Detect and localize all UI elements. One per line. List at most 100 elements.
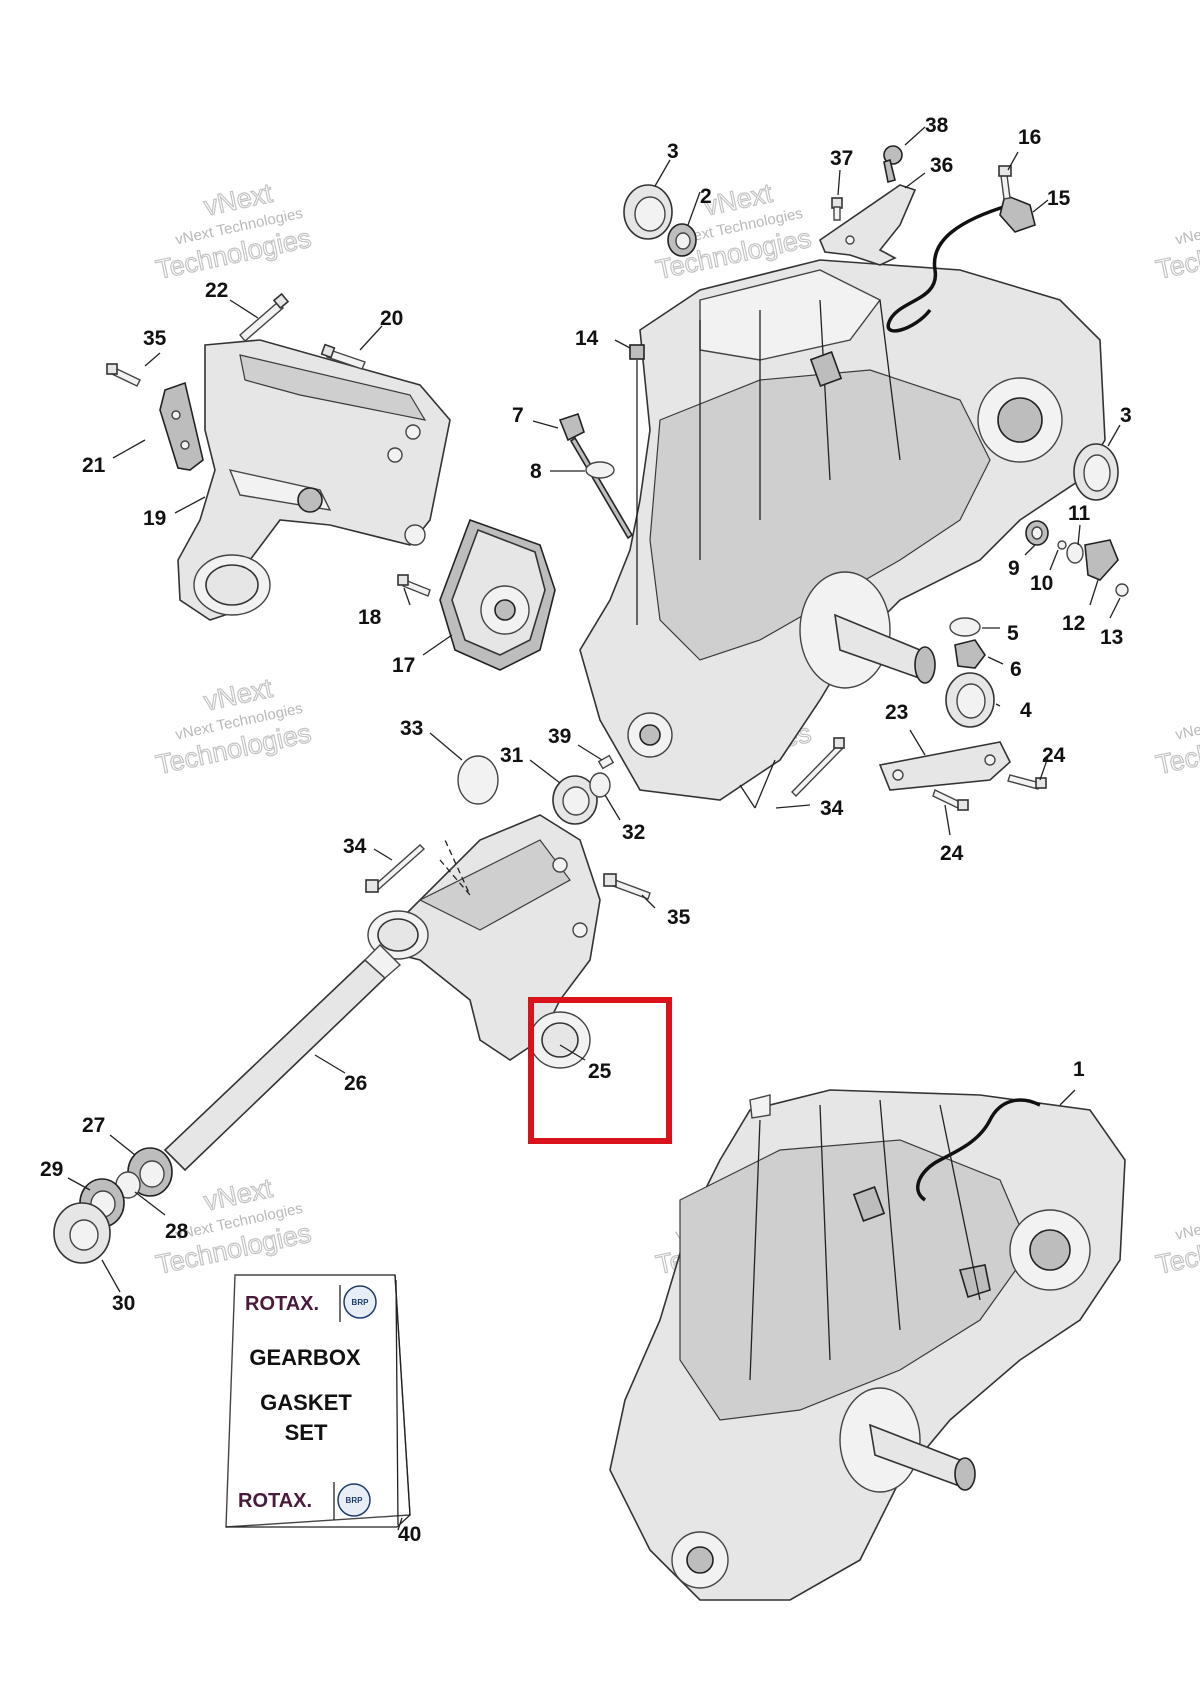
seal-part-3-top xyxy=(623,184,673,240)
brp-badge-top: BRP xyxy=(352,1298,370,1307)
callout-21: 21 xyxy=(82,454,106,477)
callout-26: 26 xyxy=(344,1072,367,1095)
callout-2: 2 xyxy=(700,185,712,208)
callout-5: 5 xyxy=(1007,622,1019,645)
o-ring-part-32 xyxy=(589,772,611,798)
seal-part-2 xyxy=(667,223,697,257)
callout-7: 7 xyxy=(512,404,524,427)
callout-23: 23 xyxy=(885,701,908,724)
o-ring-part-33 xyxy=(457,755,499,805)
bolt-part-34-lower xyxy=(365,844,426,893)
callout-25: 25 xyxy=(588,1060,612,1083)
plug-part-14 xyxy=(629,344,645,625)
o-ring-part-5 xyxy=(949,617,981,637)
callout-33: 33 xyxy=(400,717,423,740)
dipstick-part-7 xyxy=(558,412,634,540)
brp-logo-icon xyxy=(343,1285,377,1319)
gasket-line-gearbox: GEARBOX xyxy=(249,1345,361,1370)
bolt-part-13 xyxy=(1115,583,1129,597)
o-ring-part-8 xyxy=(585,461,615,479)
callout-39: 39 xyxy=(548,725,571,748)
callout-8: 8 xyxy=(530,460,542,483)
callout-4: 4 xyxy=(1020,699,1032,722)
gasket-brand-bottom: ROTAX. xyxy=(238,1490,312,1512)
pin-part-39 xyxy=(597,754,615,770)
callout-20: 20 xyxy=(380,307,403,330)
callout-29: 29 xyxy=(40,1158,63,1181)
watermark: vNext Technologies Technologies xyxy=(1153,700,1200,781)
gearbox-assembly-part-1 xyxy=(609,1089,1126,1601)
washer-part-30 xyxy=(53,1202,111,1264)
brp-logo-icon xyxy=(337,1483,371,1517)
callout-13: 13 xyxy=(1100,626,1123,649)
bolt-part-37 xyxy=(831,197,843,221)
bolt-part-24b xyxy=(932,789,969,811)
callout-11: 11 xyxy=(1068,502,1091,525)
highlight-box-part-25[interactable] xyxy=(528,997,672,1144)
callout-35a: 35 xyxy=(143,327,167,350)
actuator-part-17 xyxy=(439,518,556,671)
watermark: vNext Technologies Technologies xyxy=(1153,1200,1200,1281)
callout-10: 10 xyxy=(1030,572,1053,595)
callout-16: 16 xyxy=(1018,126,1041,149)
watermark-line2: vNext Technologies xyxy=(1174,700,1200,744)
gearbox-housing-exploded xyxy=(579,259,1106,801)
callout-36: 36 xyxy=(930,154,953,177)
callout-34a: 34 xyxy=(820,797,844,820)
callout-32: 32 xyxy=(622,821,645,844)
sensor-part-15 xyxy=(886,193,1036,333)
callouts: 1 2 3 3 4 5 6 7 8 9 10 11 12 13 14 15 16… xyxy=(40,114,1132,1546)
callout-12: 12 xyxy=(1062,612,1085,635)
callout-30: 30 xyxy=(112,1292,135,1315)
bolt-part-35-top xyxy=(106,363,141,387)
callout-37: 37 xyxy=(830,147,853,170)
ring-part-38 xyxy=(883,145,903,184)
bolt-part-22 xyxy=(239,292,290,342)
callout-22: 22 xyxy=(205,279,228,302)
seal-part-31 xyxy=(552,775,598,825)
gearbox-support-part-25 xyxy=(367,814,601,1069)
plate-part-21 xyxy=(159,381,204,471)
callout-1: 1 xyxy=(1073,1058,1085,1081)
shaft-part-26 xyxy=(163,944,402,1172)
callout-27: 27 xyxy=(82,1114,105,1137)
bolt-part-34-upper xyxy=(791,737,845,797)
watermark: vNext vNext Technologies Technologies xyxy=(153,672,315,780)
callout-15: 15 xyxy=(1047,187,1071,210)
callout-40: 40 xyxy=(398,1523,421,1546)
seal-part-4 xyxy=(945,672,995,728)
callout-14: 14 xyxy=(575,327,599,350)
callout-35b: 35 xyxy=(667,906,691,929)
bolt-part-35-mid xyxy=(603,873,651,900)
bolt-part-20 xyxy=(320,343,366,370)
leader-lines xyxy=(67,126,1121,1531)
support-bracket-part-19 xyxy=(177,339,451,621)
callout-34b: 34 xyxy=(343,835,367,858)
callout-24b: 24 xyxy=(940,842,964,865)
brp-badge-bottom: BRP xyxy=(346,1496,364,1505)
callout-18: 18 xyxy=(358,606,382,629)
callout-9: 9 xyxy=(1008,557,1020,580)
seal-part-3-right xyxy=(1073,443,1119,501)
gasket-set-part-40: ROTAX. BRP GEARBOX GASKET SET ROTAX. BRP xyxy=(225,1274,411,1528)
bolt-part-16 xyxy=(998,165,1012,200)
pin-part-10 xyxy=(1057,540,1067,550)
callout-6: 6 xyxy=(1010,658,1022,681)
callout-17: 17 xyxy=(392,654,415,677)
bolt-part-24a xyxy=(1007,774,1047,790)
callout-3-top: 3 xyxy=(667,140,679,163)
gasket-brand-top: ROTAX. xyxy=(245,1293,319,1315)
callout-31: 31 xyxy=(500,744,524,767)
sensor-part-12 xyxy=(1084,539,1119,581)
watermark: vNext vNext Technologies Technologies xyxy=(153,177,315,285)
gasket-line-gasket: GASKET xyxy=(260,1390,352,1415)
bolt-part-18 xyxy=(397,574,431,597)
callout-28: 28 xyxy=(165,1220,189,1243)
seal-part-9 xyxy=(1025,520,1049,546)
callout-38: 38 xyxy=(925,114,949,137)
watermark-line2: vNext Technologies xyxy=(1174,205,1200,249)
nut-part-6 xyxy=(954,639,986,669)
bracket-part-36 xyxy=(819,184,917,266)
watermark: vNext Technologies Technologies xyxy=(1153,205,1200,286)
